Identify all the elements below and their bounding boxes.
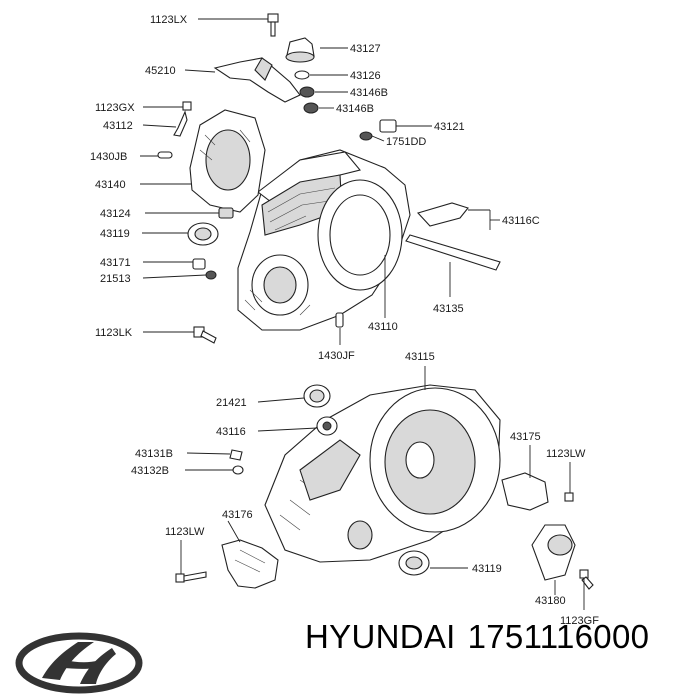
bolt-1123GX xyxy=(173,101,192,137)
label-43112: 43112 xyxy=(103,120,133,132)
part-43131B xyxy=(229,449,243,461)
bolt-1123LW-b xyxy=(175,571,207,583)
label-1123GX: 1123GX xyxy=(95,102,135,114)
label-1430JF: 1430JF xyxy=(318,350,355,362)
label-1123LX: 1123LX xyxy=(150,14,188,26)
bolt-1123LW-a xyxy=(564,492,574,502)
seal-43126 xyxy=(294,70,310,80)
label-43127: 43127 xyxy=(350,43,381,55)
bolt-1123LX xyxy=(267,13,279,37)
label-21421: 21421 xyxy=(216,397,247,409)
part-number: 1751116000 xyxy=(467,618,650,655)
label-45210: 45210 xyxy=(145,65,176,77)
label-43146B-b: 43146B xyxy=(336,103,374,115)
bracket-43176 xyxy=(221,539,279,589)
bolt-1123LK xyxy=(193,326,217,344)
label-43119-b: 43119 xyxy=(472,563,502,575)
label-43146B-a: 43146B xyxy=(350,87,388,99)
bearing-43116 xyxy=(316,416,338,436)
label-43116C: 43116C xyxy=(502,215,540,227)
label-43132B: 43132B xyxy=(131,465,169,477)
footer-part-title: HYUNDAI 1751116000 xyxy=(305,618,695,668)
pin-1430JB xyxy=(157,151,173,159)
seal-43146B-b xyxy=(303,102,319,114)
oil-seal-21421 xyxy=(303,384,331,408)
label-43135: 43135 xyxy=(433,303,464,315)
seal-43124 xyxy=(218,207,234,219)
label-43171: 43171 xyxy=(100,257,131,269)
label-43124: 43124 xyxy=(100,208,131,220)
label-21513: 21513 xyxy=(100,273,131,285)
label-1123LW-a: 1123LW xyxy=(546,448,586,460)
leader-lines xyxy=(140,18,585,610)
pin-1430JF xyxy=(335,312,344,328)
bearing-retainer-43180 xyxy=(531,524,576,581)
label-43180: 43180 xyxy=(535,595,566,607)
shift-boot-43127 xyxy=(285,37,315,63)
label-1123LW-b: 1123LW xyxy=(165,526,205,538)
part-labels: 1123LX 43127 45210 43126 43146B 43146B 1… xyxy=(90,14,599,627)
label-43175: 43175 xyxy=(510,431,541,443)
label-1751DD: 1751DD xyxy=(386,136,426,148)
bolt-1123GF xyxy=(579,569,594,590)
transaxle-case-43110 xyxy=(237,149,411,331)
label-43126: 43126 xyxy=(350,70,381,82)
rod-43135 xyxy=(405,234,501,271)
plug-21513 xyxy=(205,270,217,280)
oil-seal-43119-b xyxy=(398,550,430,576)
bracket-43116C xyxy=(416,202,469,227)
clutch-housing-cover-43140 xyxy=(189,109,266,213)
label-43176: 43176 xyxy=(222,509,253,521)
label-1123GF: 1123GF xyxy=(560,615,599,627)
bracket-45210 xyxy=(213,57,301,103)
brand-name: HYUNDAI xyxy=(305,618,456,655)
bracket-43175 xyxy=(501,472,549,511)
label-43116: 43116 xyxy=(216,426,246,438)
oil-seal-43119-a xyxy=(187,222,219,246)
seal-43146B-a xyxy=(299,86,315,98)
label-43131B: 43131B xyxy=(135,448,173,460)
label-43115: 43115 xyxy=(405,351,435,363)
part-43132B xyxy=(232,465,244,475)
label-1430JB: 1430JB xyxy=(90,151,127,163)
label-43121: 43121 xyxy=(434,121,465,133)
label-43140: 43140 xyxy=(95,179,126,191)
hyundai-logo-icon xyxy=(15,632,143,694)
label-43119-a: 43119 xyxy=(100,228,130,240)
clutch-housing-43115 xyxy=(264,384,501,563)
label-43110: 43110 xyxy=(368,321,398,333)
label-1123LK: 1123LK xyxy=(95,327,133,339)
part-43171 xyxy=(192,258,206,270)
